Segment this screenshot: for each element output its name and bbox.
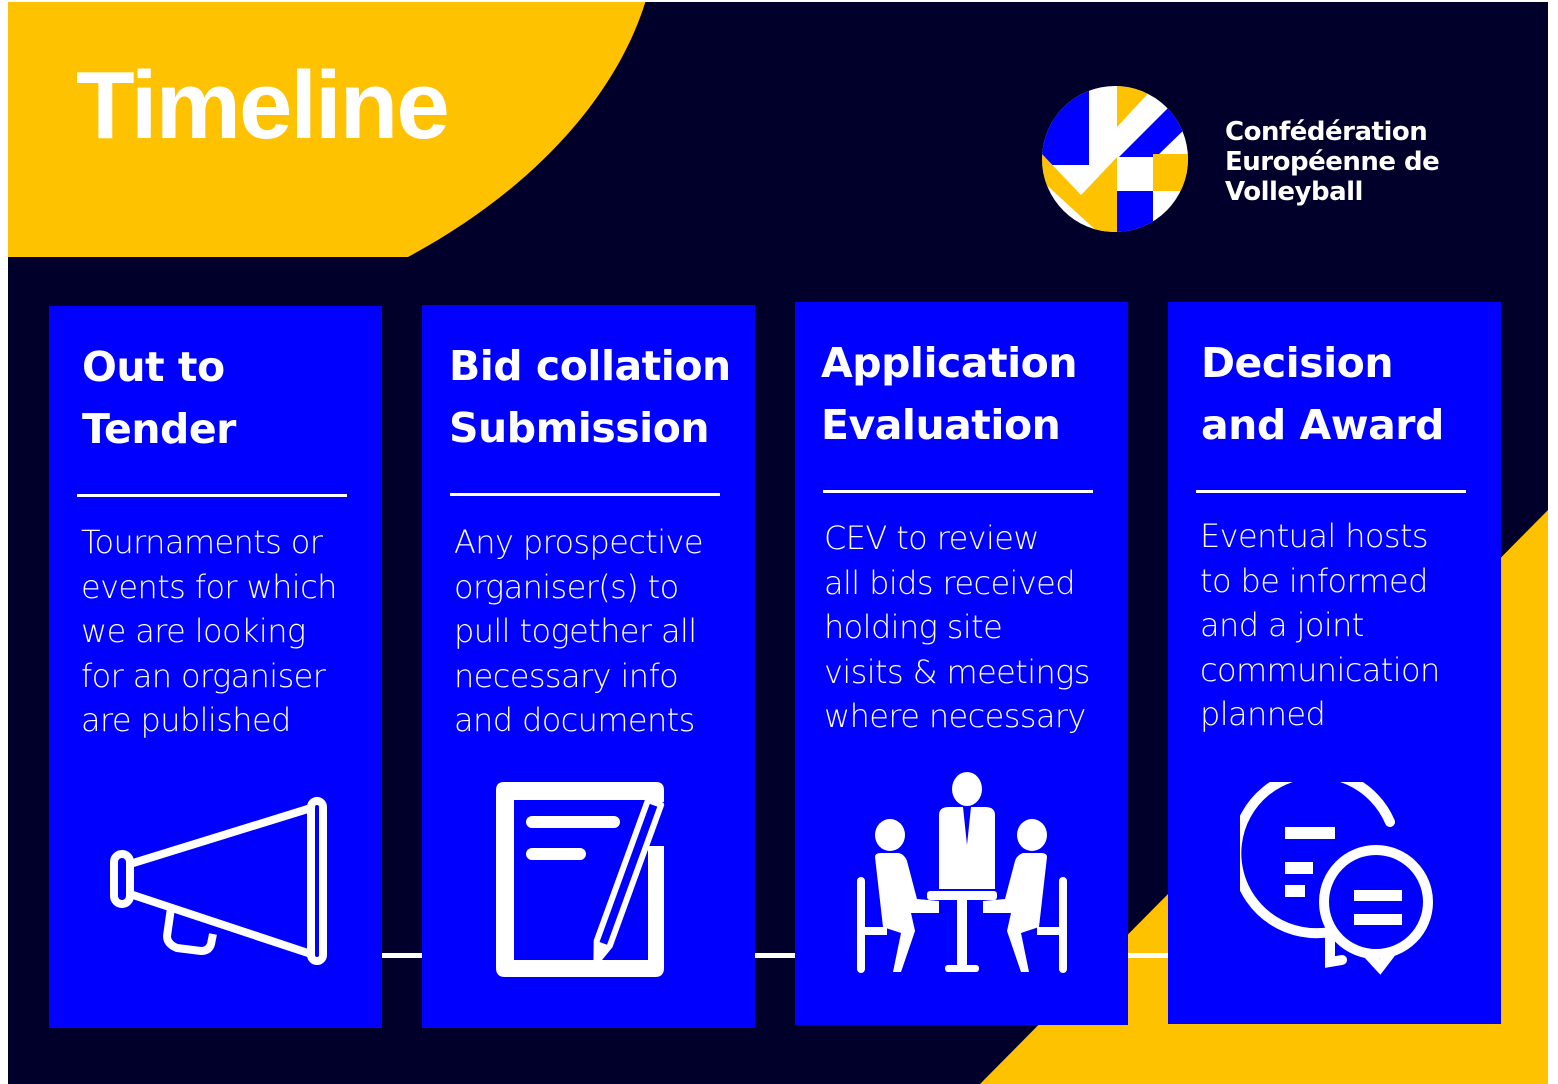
step-description-line: and documents bbox=[454, 701, 695, 739]
brand-name: Confédération Européenne de Volleyball bbox=[1225, 117, 1440, 207]
step-description: Tournaments or events for which we are l… bbox=[81, 520, 337, 743]
brand-name-line: Volleyball bbox=[1225, 177, 1363, 207]
step-title-line: and Award bbox=[1201, 401, 1444, 449]
meeting-people-icon bbox=[857, 772, 1067, 973]
megaphone-icon bbox=[110, 797, 327, 965]
step-description-line: are published bbox=[81, 701, 291, 739]
step-description-line: visits & meetings bbox=[824, 652, 1090, 691]
page-title: Timeline bbox=[76, 52, 450, 159]
step-description-line: Any prospective bbox=[454, 523, 704, 561]
document-pencil-icon bbox=[496, 782, 665, 977]
step-title: Bid collation Submission bbox=[449, 335, 731, 459]
step-description-line: to be informed bbox=[1200, 561, 1428, 600]
step-title: Out to Tender bbox=[82, 336, 236, 460]
step-description: CEV to review all bids received holding … bbox=[824, 516, 1090, 739]
timeline-infographic: Timeline Confédération Européenne de Vol… bbox=[8, 2, 1548, 1084]
step-title-line: Bid collation bbox=[449, 342, 731, 390]
step-title-line: Application bbox=[821, 339, 1078, 387]
step-description-line: all bids received bbox=[824, 563, 1076, 602]
step-card-out-to-tender: Out to Tender Tournaments or events for … bbox=[49, 306, 382, 1028]
step-description-line: Tournaments or bbox=[81, 523, 323, 561]
step-title-line: Tender bbox=[82, 405, 236, 453]
step-description-line: holding site bbox=[824, 608, 1003, 646]
step-title-line: Decision bbox=[1201, 339, 1394, 387]
step-description: Eventual hosts to be informed and a join… bbox=[1200, 514, 1440, 737]
step-description-line: planned bbox=[1200, 695, 1326, 733]
step-description: Any prospective organiser(s) to pull tog… bbox=[454, 520, 704, 743]
step-divider bbox=[450, 493, 720, 496]
step-divider bbox=[77, 494, 347, 497]
step-description-line: where necessary bbox=[824, 697, 1086, 735]
step-description-line: CEV to review bbox=[824, 519, 1040, 557]
step-title: Application Evaluation bbox=[821, 332, 1078, 456]
step-divider bbox=[1196, 490, 1466, 493]
step-title-line: Submission bbox=[449, 404, 710, 452]
step-description-line: necessary info bbox=[454, 656, 679, 695]
step-card-decision-and-award: Decision and Award Eventual hosts to be … bbox=[1168, 302, 1501, 1024]
step-description-line: organiser(s) to bbox=[454, 567, 679, 606]
step-description-line: pull together all bbox=[454, 612, 697, 650]
step-title-line: Evaluation bbox=[821, 401, 1061, 449]
chat-bubbles-icon bbox=[1240, 782, 1433, 975]
step-description-line: communication bbox=[1200, 650, 1440, 689]
top-left-yellow-shape bbox=[8, 2, 646, 257]
step-title: Decision and Award bbox=[1201, 332, 1444, 456]
step-description-line: for an organiser bbox=[81, 656, 326, 695]
brand-name-line: Européenne de bbox=[1225, 147, 1440, 177]
brand-name-line: Confédération bbox=[1225, 117, 1428, 147]
timeline-connector bbox=[1128, 953, 1170, 958]
step-description-line: we are looking bbox=[81, 612, 306, 650]
step-divider bbox=[823, 490, 1093, 493]
timeline-connector bbox=[755, 953, 797, 958]
step-description-line: Eventual hosts bbox=[1200, 517, 1429, 555]
step-card-bid-collation-submission: Bid collation Submission Any prospective… bbox=[422, 305, 755, 1028]
step-card-application-evaluation: Application Evaluation CEV to review all… bbox=[795, 302, 1128, 1025]
cev-logo-icon bbox=[1042, 86, 1188, 232]
timeline-connector bbox=[382, 953, 424, 958]
step-title-line: Out to bbox=[82, 343, 225, 391]
step-description-line: and a joint bbox=[1200, 606, 1364, 644]
step-description-line: events for which bbox=[81, 567, 337, 606]
